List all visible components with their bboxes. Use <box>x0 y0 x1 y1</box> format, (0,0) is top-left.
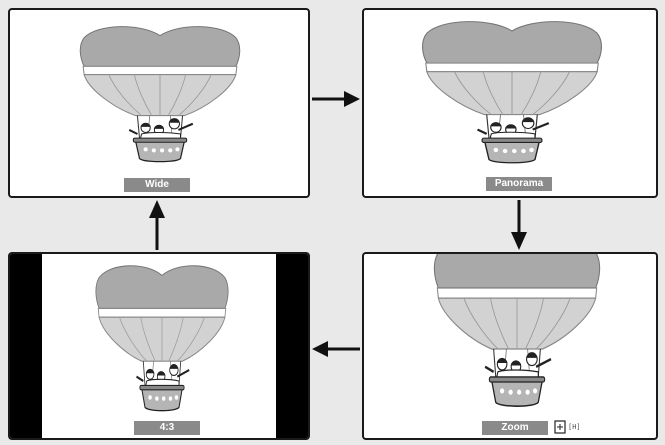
panel-zoom: Zoom [H] <box>362 252 658 440</box>
aspect-ratio-glyph-icon <box>554 420 566 434</box>
panel-standard: 4:3 <box>8 252 310 440</box>
aspect-ratio-icon: [H] <box>554 420 581 434</box>
balloon-illustration <box>432 252 602 410</box>
panel-panorama: Panorama <box>362 8 658 198</box>
pillarbox-right <box>276 254 308 438</box>
aspect-ratio-text: [H] <box>568 423 581 431</box>
balloon-illustration <box>78 20 242 166</box>
arrow-wide-to-panorama-icon <box>312 91 360 107</box>
panel-label-panorama: Panorama <box>486 177 552 191</box>
pillarbox-left <box>10 254 42 438</box>
arrow-zoom-to-standard-icon <box>312 341 360 357</box>
arrow-standard-to-wide-icon <box>149 200 165 250</box>
balloon-illustration <box>420 16 604 166</box>
panel-label-zoom: Zoom <box>482 421 548 435</box>
panel-wide: Wide <box>8 8 310 198</box>
balloon-illustration <box>94 260 230 414</box>
panel-label-wide: Wide <box>124 178 190 192</box>
panel-label-standard: 4:3 <box>134 421 200 435</box>
arrow-panorama-to-zoom-icon <box>511 200 527 250</box>
